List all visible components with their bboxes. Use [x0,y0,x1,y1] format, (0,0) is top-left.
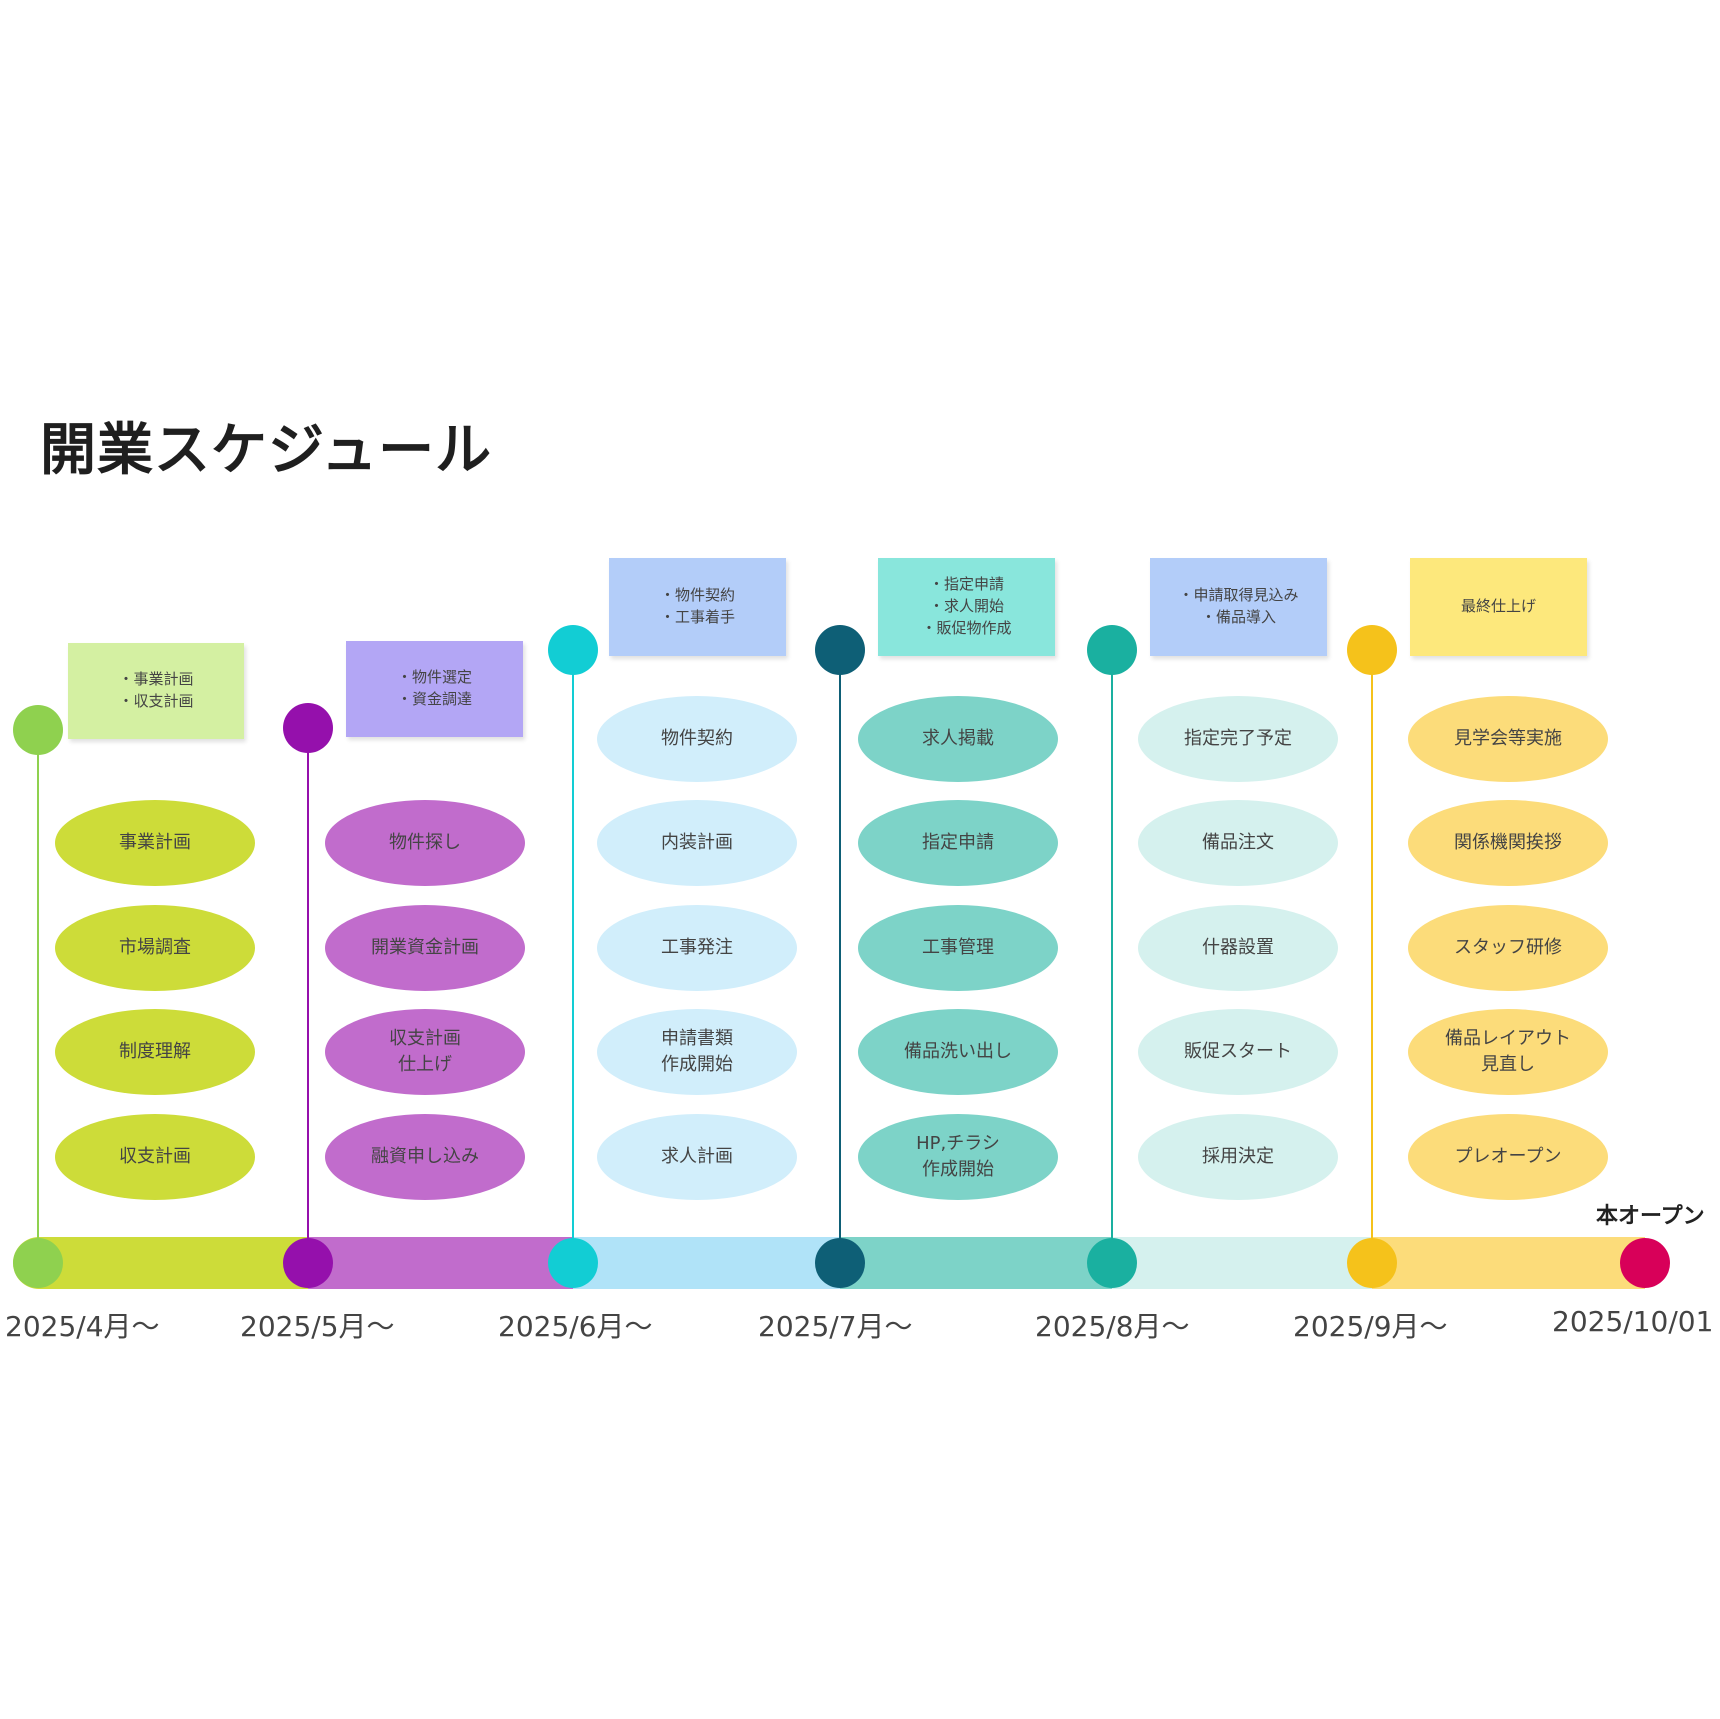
phase-marker-dot [1347,625,1397,675]
timeline-milestone-dot [1087,1238,1137,1288]
milestone-date-label: 2025/5月〜 [240,1310,395,1343]
timeline-bar-segment [840,1237,1112,1289]
phase-marker-dot [815,625,865,675]
task-item: 指定完了予定 [1138,696,1338,782]
final-date-label: 2025/10/01 [1552,1305,1714,1338]
timeline-bar-segment [573,1237,840,1289]
task-item: 工事管理 [858,905,1058,991]
timeline-milestone-dot [815,1238,865,1288]
milestone-date-label: 2025/4月〜 [5,1310,160,1343]
phase-summary-note: ・申請取得見込み ・備品導入 [1150,558,1327,656]
task-item: 備品注文 [1138,800,1338,886]
task-item: 市場調査 [55,905,255,991]
task-item: 内装計画 [597,800,797,886]
task-item: 工事発注 [597,905,797,991]
phase-connector-line [1371,650,1373,1262]
phase-marker-dot [283,703,333,753]
phase-marker-dot [548,625,598,675]
phase-connector-line [37,730,39,1262]
timeline-milestone-dot [1347,1238,1397,1288]
task-item: 指定申請 [858,800,1058,886]
task-item: 求人計画 [597,1114,797,1200]
phase-connector-line [839,650,841,1262]
milestone-date-label: 2025/9月〜 [1293,1310,1448,1343]
timeline-milestone-dot [13,1238,63,1288]
task-item: 物件契約 [597,696,797,782]
task-item: 什器設置 [1138,905,1338,991]
task-item: 事業計画 [55,800,255,886]
phase-connector-line [572,650,574,1262]
timeline-bar-segment [1372,1237,1645,1289]
phase-summary-note: ・物件選定 ・資金調達 [346,641,523,737]
task-item: 備品洗い出し [858,1009,1058,1095]
phase-summary-note: ・物件契約 ・工事着手 [609,558,786,656]
task-item: 関係機関挨拶 [1408,800,1608,886]
task-item: 見学会等実施 [1408,696,1608,782]
task-item: 申請書類 作成開始 [597,1009,797,1095]
phase-connector-line [307,728,309,1262]
task-item: 融資申し込み [325,1114,525,1200]
final-open-label: 本オープン [1596,1204,1705,1229]
phase-marker-dot [1087,625,1137,675]
milestone-date-label: 2025/6月〜 [498,1310,653,1343]
task-item: 求人掲載 [858,696,1058,782]
timeline-milestone-dot [283,1238,333,1288]
phase-connector-line [1111,650,1113,1262]
task-item: 制度理解 [55,1009,255,1095]
timeline-milestone-dot [548,1238,598,1288]
milestone-date-label: 2025/8月〜 [1035,1310,1190,1343]
task-item: 備品レイアウト 見直し [1408,1009,1608,1095]
task-item: スタッフ研修 [1408,905,1608,991]
task-item: プレオープン [1408,1114,1608,1200]
task-item: 収支計画 仕上げ [325,1009,525,1095]
phase-summary-note: 最終仕上げ [1410,558,1587,656]
phase-marker-dot [13,705,63,755]
task-item: 開業資金計画 [325,905,525,991]
task-item: 物件探し [325,800,525,886]
phase-summary-note: ・指定申請 ・求人開始 ・販促物作成 [878,558,1055,656]
milestone-date-label: 2025/7月〜 [758,1310,913,1343]
timeline-bar-segment [308,1237,573,1289]
task-item: 収支計画 [55,1114,255,1200]
page-title: 開業スケジュール [40,418,493,483]
task-item: 販促スタート [1138,1009,1338,1095]
task-item: HP,チラシ 作成開始 [858,1114,1058,1200]
final-milestone-dot [1620,1238,1670,1288]
timeline-bar-segment [1112,1237,1372,1289]
task-item: 採用決定 [1138,1114,1338,1200]
phase-summary-note: ・事業計画 ・収支計画 [68,643,244,739]
